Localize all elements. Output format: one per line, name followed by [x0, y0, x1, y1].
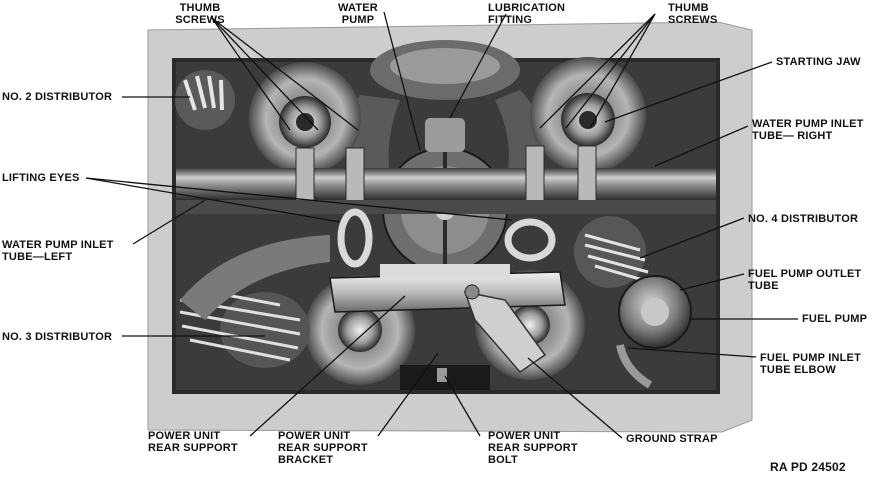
figure-id: RA PD 24502: [770, 460, 846, 474]
left-fan: [249, 62, 361, 174]
label-power-unit-rear-support-bracket: POWER UNIT REAR SUPPORT BRACKET: [278, 430, 368, 466]
inlet-tube-horizontal: [176, 145, 716, 214]
label-no2-distributor: NO. 2 DISTRIBUTOR: [2, 91, 113, 103]
right-fan: [530, 57, 646, 173]
label-thumb-screws-right: THUMB SCREWS: [668, 2, 718, 26]
label-thumb-screws-left: THUMB SCREWS: [175, 2, 225, 26]
label-power-unit-rear-support-bolt: POWER UNIT REAR SUPPORT BOLT: [488, 430, 578, 466]
label-no4-distributor: NO. 4 DISTRIBUTOR: [748, 213, 859, 225]
leader-lines: [85, 11, 798, 439]
label-starting-jaw: STARTING JAW: [776, 56, 861, 68]
fuel-pump-body: [616, 275, 692, 389]
label-fuel-pump-inlet-tube-elbow: FUEL PUMP INLET TUBE ELBOW: [760, 352, 861, 376]
label-fuel-pump: FUEL PUMP: [802, 313, 868, 325]
inlet-tube-left: [180, 235, 330, 320]
label-ground-strap: GROUND STRAP: [626, 433, 718, 445]
label-power-unit-rear-support: POWER UNIT REAR SUPPORT: [148, 430, 238, 454]
label-lubrication-fitting: LUBRICATION FITTING: [488, 2, 566, 26]
distributor-no2: [175, 70, 235, 130]
ground-strap: [463, 284, 547, 373]
label-water-pump-inlet-right: WATER PUMP INLET TUBE— RIGHT: [752, 118, 864, 142]
label-water-pump: WATER PUMP: [338, 2, 378, 26]
lifting-eyes: [337, 208, 556, 268]
label-no3-distributor: NO. 3 DISTRIBUTOR: [2, 331, 113, 343]
label-water-pump-inlet-left: WATER PUMP INLET TUBE—LEFT: [2, 239, 114, 263]
label-lifting-eyes: LIFTING EYES: [2, 172, 80, 184]
label-fuel-pump-outlet-tube: FUEL PUMP OUTLET TUBE: [748, 268, 862, 292]
